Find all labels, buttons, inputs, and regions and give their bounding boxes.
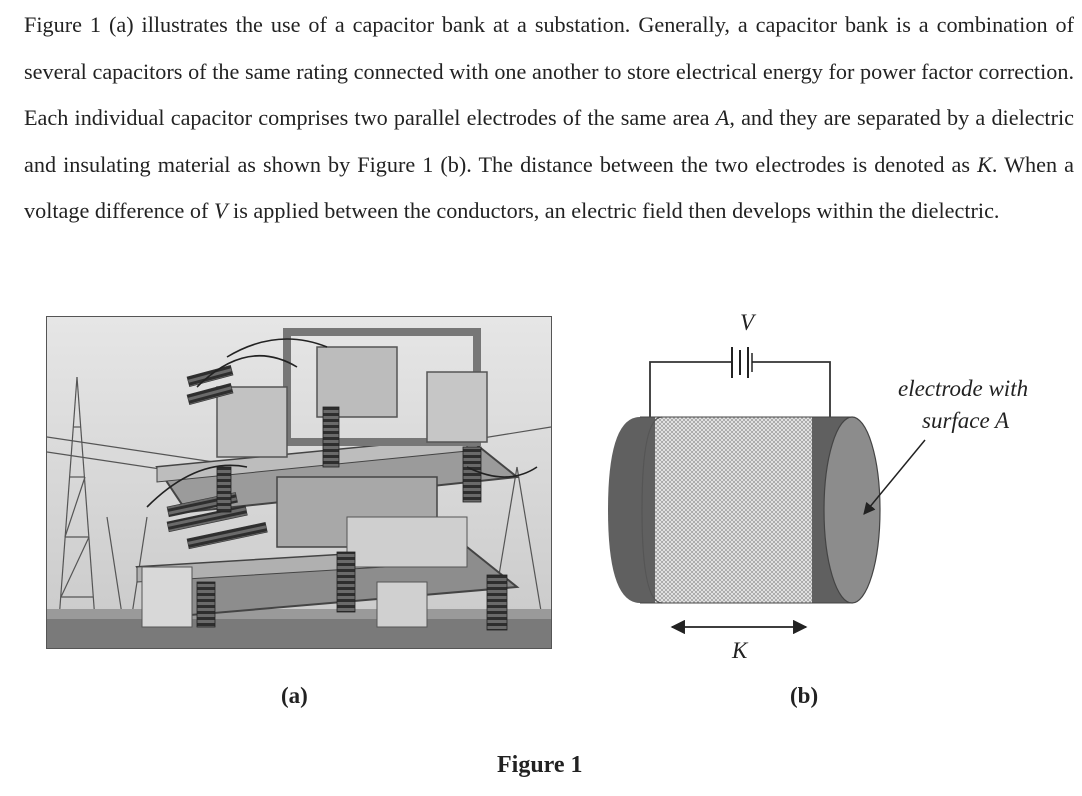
paragraph-text-1: Figure 1 (a) illustrates the use of a ca… — [24, 12, 1074, 131]
dielectric — [655, 417, 825, 603]
paragraph-text-2: , and they are separated by a dielectric… — [24, 105, 1074, 177]
caption-a: (a) — [281, 683, 308, 708]
capacitor-diagram: V K electrode with surface A — [580, 300, 1080, 670]
paragraph-text-3: . When a voltage difference of — [24, 151, 1074, 224]
figure-title: Figure 1 — [497, 752, 583, 778]
electrode-label-line2: surface A — [922, 408, 1010, 433]
voltage-label: V — [740, 310, 757, 335]
distance-label: K — [731, 638, 749, 663]
variable-v: V — [213, 198, 228, 224]
variable-a: A — [715, 105, 730, 131]
variable-k: K — [977, 151, 992, 177]
caption-b: (b) — [790, 683, 819, 708]
capacitor-bank-photo — [46, 316, 552, 649]
battery-icon — [731, 347, 753, 378]
intro-paragraph: Figure 1 (a) illustrates the use of a ca… — [24, 2, 1074, 235]
right-electrode-face — [823, 416, 881, 604]
paragraph-text-4: is applied between the conductors, an el… — [227, 198, 1000, 224]
electrode-pointer-arrow — [863, 439, 926, 515]
circuit-wire — [649, 361, 831, 417]
electrode-label-line1: electrode with — [898, 376, 1028, 401]
left-electrode — [608, 417, 662, 603]
